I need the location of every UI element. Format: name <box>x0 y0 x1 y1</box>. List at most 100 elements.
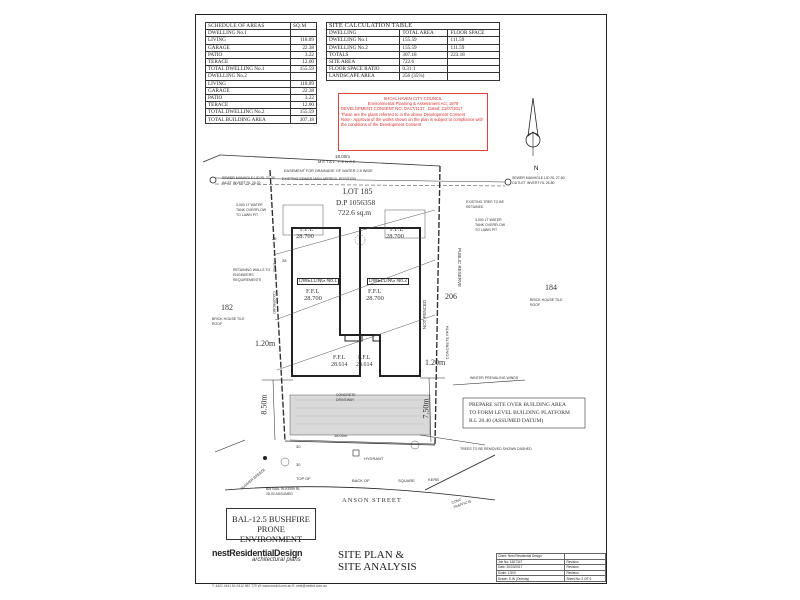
site-cell: 111.59 <box>447 36 500 45</box>
bal-line2: PRONE ENVIRONMENT <box>239 524 303 544</box>
tank-left-label: 3,000 LT WATER TANK OVERFLOW TO LAWN PIT <box>236 203 267 217</box>
trees-leader <box>419 434 486 446</box>
tank-right-label: 3,000 LT WATER TANK OVERFLOW TO LAWN PIT <box>475 218 506 232</box>
bal-line1: BAL-12.5 BUSHFIRE <box>232 514 310 524</box>
tree-removed-icon <box>354 234 366 246</box>
patio-1 <box>344 334 363 342</box>
stamp-line2: Note:- Approval of the works shown on th… <box>341 116 483 128</box>
ffl-value-e: 28.614 <box>331 362 348 368</box>
colorbond-label: COLORBOND <box>271 291 276 314</box>
stamp-consent-row: DEVELOPMENT CONSENT NO: DA17/1137 Dated:… <box>341 106 485 111</box>
prepare-site-line3: R.L 28.40 (ASSUMED DATUM) <box>469 418 544 424</box>
areas-header-unit: SQ.M <box>289 21 318 31</box>
site-extra-label: LANDSCAPE AREA <box>325 72 401 81</box>
site-extra-value: 722.6 <box>399 57 449 67</box>
areas-row-value: 3.22 <box>289 93 318 103</box>
bm-nail-icon <box>263 456 267 460</box>
ffl-label-b: F.F.L <box>390 226 404 233</box>
prepare-site-note-box <box>462 397 586 429</box>
ffl-label-f: F.F.L <box>358 355 371 361</box>
terrace-1 <box>282 204 324 236</box>
ffl-value-b: 28.700 <box>386 233 404 240</box>
traffic-island <box>424 454 496 491</box>
areas-total-label: TOTAL DWELLING No.2 <box>205 108 291 117</box>
stamp-line1: These are the plans referred to in the a… <box>341 111 466 117</box>
manhole-left-icon <box>209 176 217 184</box>
kerb-label: KERB <box>428 477 439 482</box>
metal-fence-label: METAL FENCE <box>318 159 357 164</box>
tree-icon <box>410 440 420 450</box>
areas-section-title: DWELLING No.2 <box>205 72 291 81</box>
dimension-line-750 <box>428 377 432 443</box>
contour-line <box>276 314 436 371</box>
summer-breeze-arrow <box>214 439 246 453</box>
ffl-value-a: 28.700 <box>296 233 314 240</box>
areas-row-value: 118.09 <box>289 79 318 88</box>
existing-sewer-label: EXISTING SEWER MAIN APPROX. POSITION <box>282 177 356 181</box>
stamp-council: SHOALHAVEN CITY COUNCIL <box>383 96 443 101</box>
site-extra-value: 256 (35%) <box>399 72 449 81</box>
site-extra-label: FLOOR SPACE RATIO <box>325 65 401 74</box>
dimension-top: 18.00m <box>335 154 351 159</box>
areas-total-label: TOTAL DWELLING No.1 <box>205 65 291 74</box>
site-cell: 111.59 <box>447 43 500 52</box>
areas-row-value: 22.38 <box>289 86 318 95</box>
dwelling-2-label: DWELLING No.2 <box>367 278 410 285</box>
hydrant-label: HYDRANT <box>364 456 384 461</box>
site-cell: 155.59 <box>399 43 449 52</box>
areas-total-value: 155.59 <box>289 65 318 74</box>
areas-building-total-value: 307.18 <box>289 115 318 124</box>
logo-name: nestResidentialDesign <box>212 548 303 558</box>
north-arrow: N <box>525 97 541 172</box>
ffl-value-c: 28.700 <box>304 295 322 302</box>
areas-row-value: 118.09 <box>289 36 318 45</box>
kerb-back-of: BACK OF <box>352 478 370 483</box>
title-block-cell: Sheet No: 2 OF 9 <box>564 575 606 582</box>
fence-left-label: FENCE <box>272 260 277 273</box>
ffl-label-e: F.F.L <box>333 355 346 361</box>
drawing-border <box>195 14 607 584</box>
lot-206: 206 <box>445 292 457 301</box>
ffl-label-a: F.F.L <box>300 226 314 233</box>
bal-bushfire-box: BAL-12.5 BUSHFIRE PRONE ENVIRONMENT <box>226 508 316 544</box>
front-boundary <box>284 440 436 446</box>
areas-row-label: GARAGE <box>205 43 291 52</box>
retaining-walls-label: RETAINING WALLS TO ENGINEERS REQUIREMENT… <box>233 268 271 282</box>
site-cell: DWELLING No.1 <box>325 36 401 45</box>
concrete-path-label: CONCRETE PATH <box>444 325 450 360</box>
stamp-dated: Dated: 21/07/2017 <box>428 106 463 112</box>
dimension-bottom: 18.00m <box>334 433 348 438</box>
lot-area: 722.6 sq.m <box>338 208 372 217</box>
council-consent-stamp: SHOALHAVEN CITY COUNCIL Environmental Pl… <box>338 93 488 151</box>
tree-icon <box>280 457 290 467</box>
dimension-line-850 <box>272 379 276 441</box>
areas-row-label: TERACE <box>205 57 291 67</box>
setback-left: 1.20m <box>255 339 276 348</box>
existing-tree-label: EXISTING TREE TO BE RETAINED <box>466 200 504 209</box>
ffl-value-d: 28.700 <box>366 295 384 302</box>
street-name: ANSON STREET <box>342 497 402 504</box>
easement-label: EASEMENT FOR DRAINAGE OF WATER 2.5 WIDE <box>284 169 373 173</box>
title-block-cell: Drawn: E.W (Ormsby) <box>495 575 566 582</box>
public-reserve-label: PUBLIC RESERVE <box>456 248 462 287</box>
setback-750: 7.50m <box>421 398 431 419</box>
site-col-header: TOTAL AREA <box>399 29 449 38</box>
company-logo: nestResidentialDesign architectural plan… <box>212 548 312 570</box>
site-plan-drawing <box>202 154 586 501</box>
not-fenced-label: NOT FENCED <box>422 299 428 330</box>
left-boundary <box>269 169 286 442</box>
lot-182: 182 <box>221 303 233 312</box>
winter-wind-arrow <box>452 379 526 386</box>
site-cell: 307.18 <box>399 50 449 59</box>
driveway <box>289 394 431 436</box>
areas-row-label: PATIO <box>205 50 291 59</box>
areas-row-label: TERACE <box>205 101 291 110</box>
north-arrow-shape <box>527 97 539 137</box>
manhole-right-icon <box>504 178 512 186</box>
site-col-header: FLOOR SPACE <box>447 29 500 38</box>
hydrant-icon <box>352 449 360 457</box>
kerb-top-of: TOP OF <box>296 476 311 481</box>
title-block: Client: Nest Residential Design Job No: … <box>495 553 606 583</box>
